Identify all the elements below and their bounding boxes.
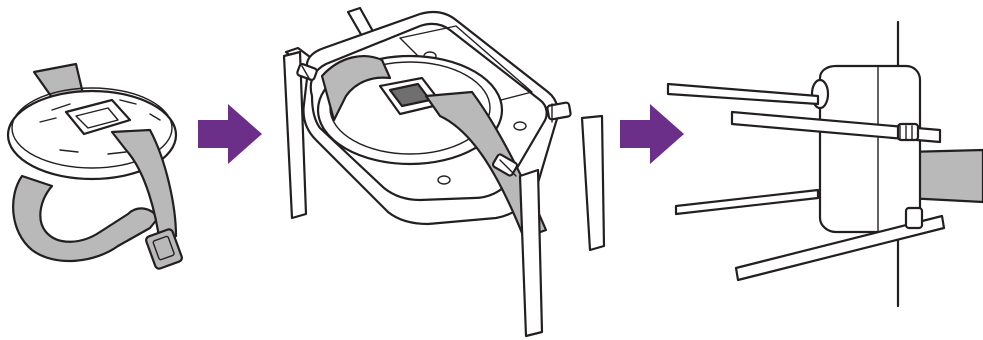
right-arrow-icon bbox=[198, 104, 262, 164]
router-with-strap-upside-down-icon bbox=[284, 8, 604, 336]
router-strapped-to-pole-icon bbox=[668, 22, 983, 306]
antenna-top-back bbox=[668, 84, 818, 104]
antenna-bottom-back bbox=[676, 190, 818, 214]
antenna-front bbox=[520, 170, 542, 336]
antenna-right bbox=[582, 116, 604, 250]
right-arrow-icon bbox=[620, 104, 684, 164]
strap-buckle bbox=[145, 228, 183, 270]
strap-loop bbox=[13, 176, 158, 261]
mounting-plate-with-strap-icon bbox=[8, 64, 183, 270]
router-on-pole bbox=[820, 66, 920, 232]
